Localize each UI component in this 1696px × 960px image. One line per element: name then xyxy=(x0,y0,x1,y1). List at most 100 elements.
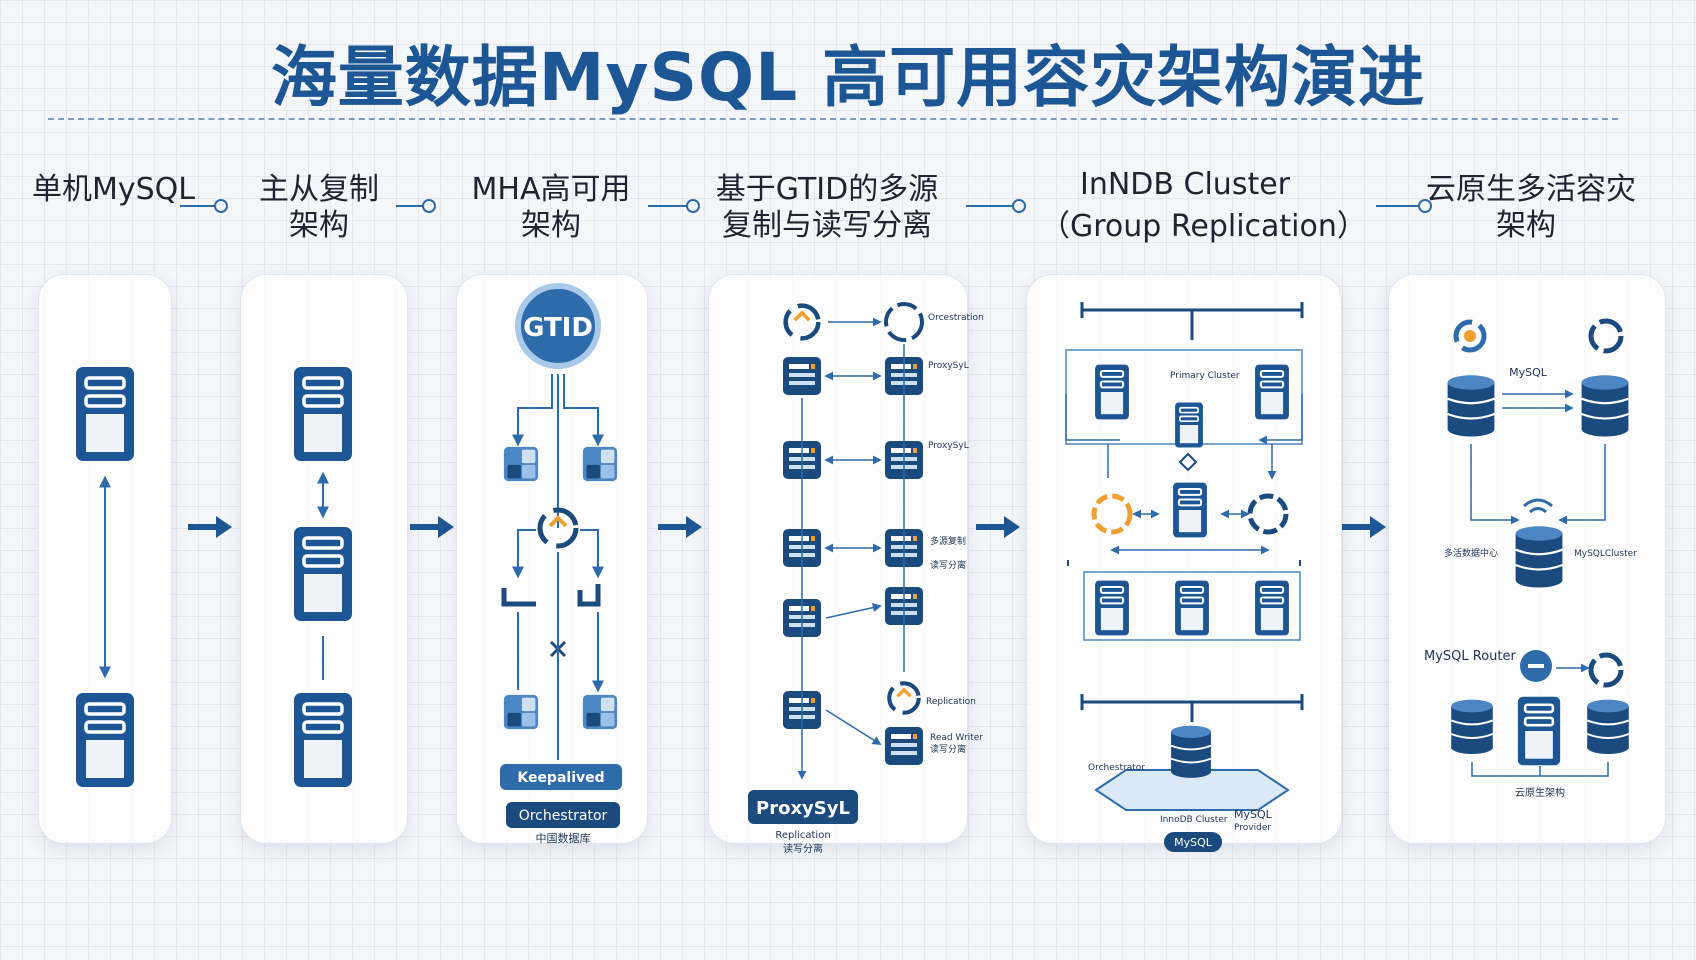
link-line xyxy=(1470,444,1520,525)
server-icon-slave-2 xyxy=(292,692,354,788)
orchestration-label: Orcestration xyxy=(928,313,984,323)
connector-5 xyxy=(1376,199,1432,213)
link-line xyxy=(580,529,604,579)
stage-4-title-line1: 基于GTID的多源 xyxy=(715,172,939,207)
stage-5-title-line1: InNDB Cluster xyxy=(1080,167,1290,202)
gear-icon xyxy=(1091,493,1133,535)
link-line xyxy=(825,709,882,745)
proxysql-label: ProxySyL xyxy=(928,361,969,371)
link-line xyxy=(1107,444,1272,478)
mysql-badge-label: MySQL xyxy=(1174,836,1213,849)
server-icon xyxy=(1094,580,1130,636)
cluster-bracket xyxy=(1080,694,1304,722)
side-label: 读写分离 xyxy=(930,743,966,755)
connector-2 xyxy=(396,199,436,213)
mysql-badge xyxy=(1164,832,1222,852)
server-icon-primary xyxy=(1173,402,1205,448)
provider-label: Provider xyxy=(1234,823,1271,833)
stage-6-title-line2: 架构 xyxy=(1496,208,1556,243)
cluster-bracket xyxy=(1080,302,1304,340)
node-icon xyxy=(503,446,539,482)
stage-1-title: 单机MySQL xyxy=(32,172,196,207)
wifi-icon xyxy=(1523,498,1553,514)
server-icon xyxy=(1516,696,1562,766)
gtid-footer: Replication xyxy=(775,830,830,841)
server-icon-slave-1 xyxy=(292,526,354,622)
server-icon xyxy=(885,727,923,765)
cluster-label: MySQLCluster xyxy=(1574,549,1637,559)
database-icon xyxy=(1446,374,1496,438)
flow-arrow-1 xyxy=(188,516,232,538)
cluster-bracket xyxy=(1067,560,1301,566)
stage-label-mha: MHA高可用 架构 xyxy=(466,172,636,244)
switch-icon xyxy=(501,584,601,607)
proxysql-box-label: ProxySyL xyxy=(756,798,850,819)
database-icon xyxy=(1580,374,1630,438)
orchestration-icon xyxy=(884,302,924,342)
node-icon xyxy=(582,694,618,730)
flow-arrow-5 xyxy=(1342,516,1386,538)
router-label: MySQL Router xyxy=(1424,649,1517,664)
link-line xyxy=(563,374,604,447)
panel-gtid xyxy=(708,274,968,844)
cycle-icon xyxy=(1588,652,1624,688)
side-label: 读写分离 xyxy=(930,559,966,571)
server-icon xyxy=(1254,364,1290,420)
server-icon-replica xyxy=(74,692,136,788)
orchestrator-label: Orchestrator xyxy=(1088,763,1145,773)
link-line xyxy=(517,612,598,690)
gtid-badge-label: GTID xyxy=(523,313,593,343)
link-line xyxy=(512,374,553,447)
sync-icon-dot xyxy=(1464,330,1476,342)
stage-6-title-line1: 云原生多活容灾 xyxy=(1426,172,1636,207)
node-icon xyxy=(503,694,539,730)
stage-3-title-line1: MHA高可用 xyxy=(471,172,631,207)
keepalived-box xyxy=(500,764,622,790)
link-line xyxy=(512,529,536,579)
side-label: Replication xyxy=(926,697,976,707)
link-line xyxy=(1558,444,1606,525)
orchestrator-label: Orchestrator xyxy=(519,808,608,824)
server-icon-center xyxy=(1171,482,1209,538)
gtid-right-column xyxy=(885,344,923,765)
stage-5-title-line2: （Group Replication） xyxy=(1040,209,1367,244)
keepalived-label: Keepalived xyxy=(517,770,604,786)
cloud-footer: 云原生架构 xyxy=(1515,786,1565,799)
sync-icon xyxy=(889,683,918,712)
sync-icon xyxy=(1178,452,1198,472)
flow-arrow-3 xyxy=(658,516,702,538)
proxysql-label: ProxySyL xyxy=(928,441,969,451)
server-icon-master xyxy=(292,366,354,462)
stage-3-title-line2: 架构 xyxy=(521,208,581,243)
stage-4-title-line2: 复制与读写分离 xyxy=(722,208,932,243)
mysql-label: MySQL xyxy=(1509,366,1548,379)
server-icon xyxy=(1174,580,1210,636)
server-icon-primary xyxy=(74,366,136,462)
title-divider xyxy=(48,118,1618,120)
sync-icon xyxy=(786,306,819,339)
cycle-icon xyxy=(1588,318,1624,354)
platform-base xyxy=(1094,769,1290,811)
stage-2-title-line1: 主从复制 xyxy=(259,172,379,207)
provider-label: MySQL xyxy=(1234,808,1273,821)
secondary-group-frame xyxy=(1083,571,1301,641)
link-line xyxy=(1471,762,1609,777)
stage-2-title-line2: 架构 xyxy=(289,208,349,243)
node-icon xyxy=(582,446,618,482)
database-icon xyxy=(1450,698,1494,756)
server-icon xyxy=(1094,364,1130,420)
database-icon-central xyxy=(1514,525,1564,589)
database-icon xyxy=(1170,724,1212,778)
connector-4 xyxy=(966,199,1026,213)
primary-cluster-label: Primary Cluster xyxy=(1170,371,1240,381)
server-icon xyxy=(1254,580,1290,636)
page-title: 海量数据MySQL 高可用容灾架构演进 xyxy=(270,39,1426,116)
connector-1 xyxy=(180,199,228,213)
sync-icon xyxy=(1247,493,1289,535)
server-icon xyxy=(783,357,821,395)
panel-mha xyxy=(456,274,648,844)
cluster-label: InnoDB Cluster xyxy=(1160,815,1228,825)
stage-label-standalone: 单机MySQL xyxy=(32,172,196,208)
gtid-badge-icon xyxy=(515,283,601,369)
